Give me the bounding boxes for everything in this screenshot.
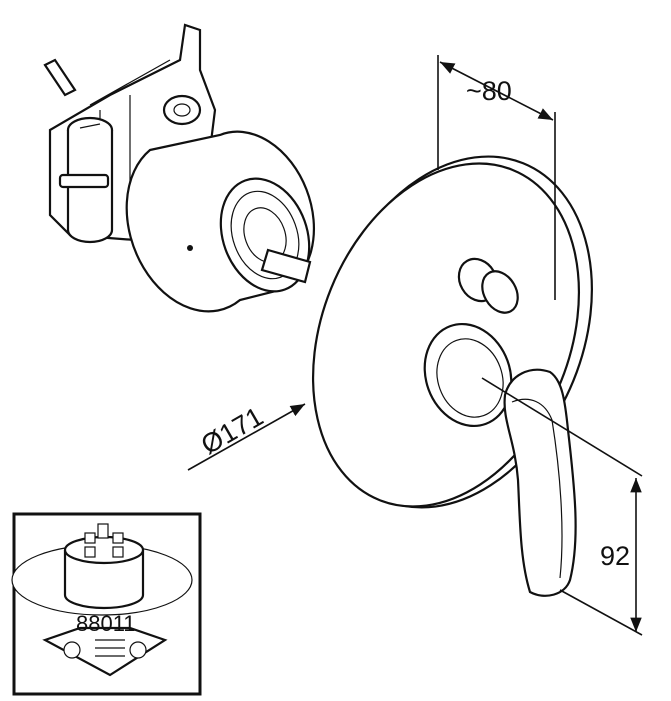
- inset-rough-in-box: 88011: [11, 512, 202, 696]
- dimension-depth: ~80: [437, 55, 556, 300]
- depth-label: ~80: [466, 76, 512, 106]
- dimension-lever-height: 92: [481, 377, 643, 636]
- lever-handle: [423, 322, 577, 597]
- rough-in-valve-body: [43, 23, 316, 313]
- lever-height-label: 92: [600, 541, 630, 571]
- dimension-diameter: Ø171: [187, 401, 306, 471]
- diameter-label: Ø171: [196, 401, 268, 460]
- inset-part-number: 88011: [76, 611, 136, 636]
- diverter-knob: [457, 257, 519, 314]
